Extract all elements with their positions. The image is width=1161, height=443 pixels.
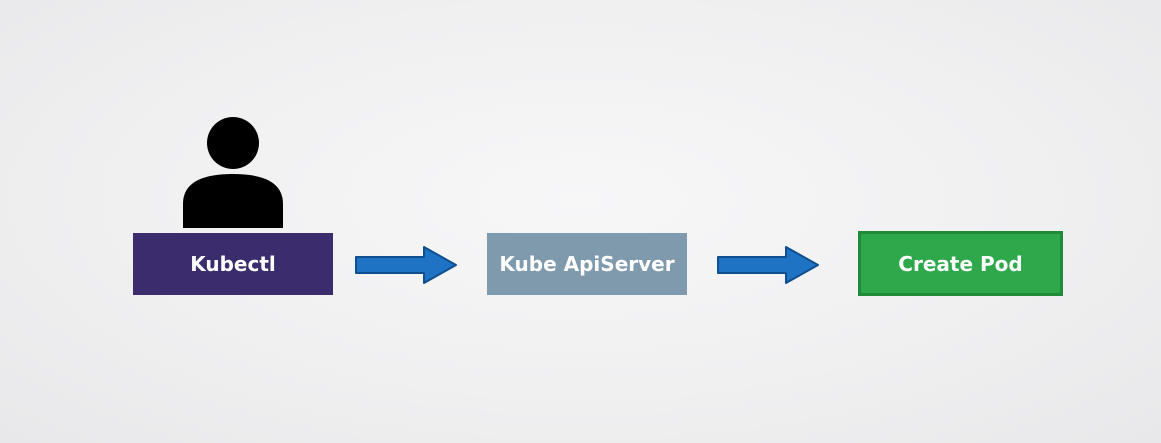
kube-apiserver-label: Kube ApiServer — [499, 252, 675, 276]
kube-apiserver-box: Kube ApiServer — [487, 233, 687, 295]
create-pod-box: Create Pod — [858, 231, 1063, 296]
person-icon — [183, 117, 283, 228]
kubectl-box: Kubectl — [133, 233, 333, 295]
kubectl-label: Kubectl — [190, 252, 276, 276]
create-pod-label: Create Pod — [898, 251, 1023, 276]
arrow-right-icon — [355, 246, 457, 284]
arrow-right-icon — [717, 246, 819, 284]
